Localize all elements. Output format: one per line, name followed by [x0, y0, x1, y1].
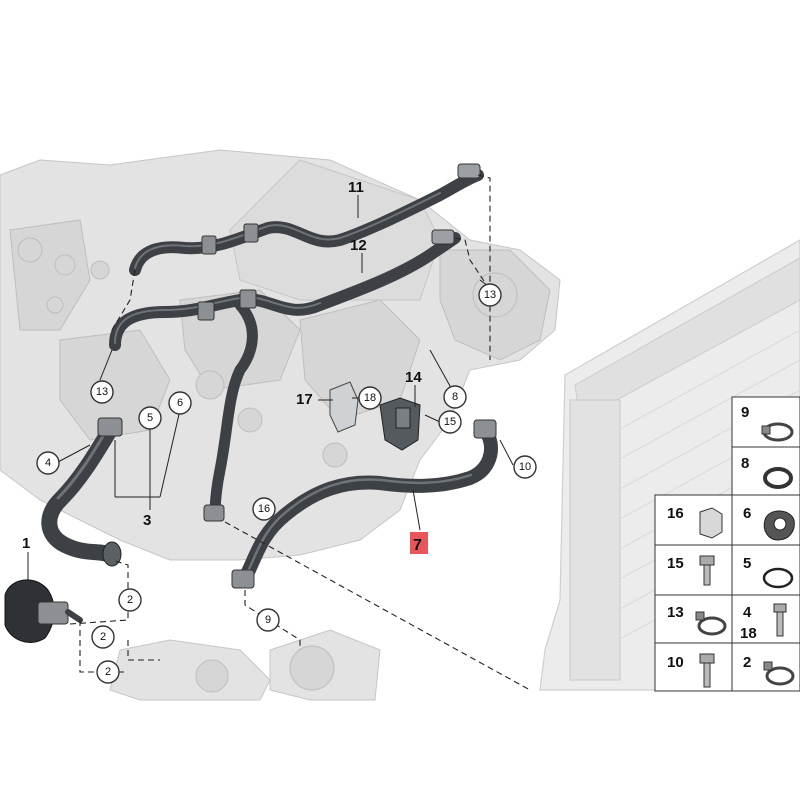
grid-label-16: 16: [667, 505, 684, 522]
grid-label-13: 13: [667, 604, 684, 621]
callout-1: 1: [22, 535, 30, 552]
bolt-icon: [699, 555, 715, 586]
circle-2b-label: 2: [100, 631, 106, 643]
hose-connector: [97, 417, 123, 437]
grid-cell-16: 16: [667, 505, 723, 539]
grid-label-15: 15: [667, 555, 684, 572]
grid-label-5: 5: [743, 555, 751, 572]
grid-label-10: 10: [667, 654, 684, 671]
circle-13b-label: 13: [96, 386, 108, 398]
grid-cell-8: 8: [741, 455, 793, 489]
bolt-icon: [699, 653, 715, 688]
circle-callout-8: 8: [443, 385, 467, 409]
grid-label-2: 2: [743, 654, 751, 671]
circle-callout-16: 16: [252, 497, 276, 521]
circle-2c-label: 2: [105, 666, 111, 678]
hose-connector: [197, 301, 215, 321]
circle-callout-2b: 2: [91, 625, 115, 649]
hose-connector: [203, 504, 225, 522]
hose-connector: [473, 419, 497, 439]
grid-label-4: 4: [743, 604, 752, 621]
parts-grid: 9 8 16 6: [654, 396, 800, 692]
circle-callout-18: 18: [358, 386, 382, 410]
circle-6-label: 6: [177, 397, 183, 409]
callout-14: 14: [405, 369, 422, 386]
clip-icon: [699, 507, 723, 539]
hose-12: [109, 229, 461, 522]
circle-13a-label: 13: [484, 289, 496, 301]
leader-lines: [27, 195, 514, 580]
grid-cell-9: 9: [741, 404, 794, 442]
grid-cell-2: 2: [743, 654, 795, 686]
hose-clamp-icon: [695, 611, 727, 636]
circle-callout-9: 9: [256, 608, 280, 632]
circle-callout-2c: 2: [96, 660, 120, 684]
circle-callout-15: 15: [438, 410, 462, 434]
hose-connector: [239, 289, 257, 309]
circle-10-label: 10: [519, 461, 531, 473]
hose-clamp-icon: [763, 661, 795, 686]
circle-5-label: 5: [147, 412, 153, 424]
circle-4-label: 4: [45, 457, 51, 469]
callout-12: 12: [350, 237, 367, 254]
circle-callout-13a: 13: [478, 283, 502, 307]
bracket-17: [329, 381, 359, 433]
hose-7: [231, 419, 498, 589]
gasket-icon: [763, 510, 795, 541]
grid-cell-4-18: 4 18: [740, 603, 787, 642]
hose-connector: [243, 223, 259, 243]
sealing-ring-icon: [762, 567, 794, 589]
hose-end-fitting: [457, 163, 481, 179]
circle-callout-6: 6: [168, 391, 192, 415]
grid-cell-13: 13: [667, 604, 727, 636]
callout-7: 7: [413, 537, 422, 554]
bracket-14: [379, 397, 421, 451]
callout-17: 17: [296, 391, 313, 408]
circle-2a-label: 2: [127, 594, 133, 606]
circle-16-label: 16: [258, 503, 270, 515]
callout-11: 11: [348, 179, 364, 196]
circle-15-label: 15: [444, 416, 456, 428]
hose-connector: [201, 235, 217, 255]
circle-9-label: 9: [265, 614, 271, 626]
circle-callout-10: 10: [513, 455, 537, 479]
callout-7-highlight: [410, 532, 428, 554]
circle-callout-2a: 2: [118, 588, 142, 612]
hose-connector: [231, 569, 255, 589]
grid-label-6: 6: [743, 505, 751, 522]
grid-cell-10: 10: [667, 653, 715, 688]
grid-label-18: 18: [740, 625, 757, 642]
circle-callout-5: 5: [138, 406, 162, 430]
circle-18-label: 18: [364, 392, 376, 404]
engine-block: [0, 149, 561, 561]
circle-8-label: 8: [452, 391, 458, 403]
grid-cell-15: 15: [667, 555, 715, 586]
hose-clamp-icon: [761, 422, 794, 442]
circle-callout-13b: 13: [90, 380, 114, 404]
grid-cell-6: 6: [743, 505, 795, 541]
seal-ring-icon: [763, 467, 793, 489]
grid-cell-5: 5: [743, 555, 794, 589]
grid-label-9: 9: [741, 404, 749, 421]
water-pump-area: [109, 629, 381, 701]
callout-3: 3: [143, 512, 151, 529]
circle-callout-4: 4: [36, 451, 60, 475]
part-1-bellow: [4, 579, 83, 643]
hose-3: [41, 417, 123, 567]
bolt-icon: [773, 603, 787, 637]
hose-end-fitting: [431, 229, 455, 245]
hose-11: [129, 163, 484, 276]
grid-label-8: 8: [741, 455, 749, 472]
